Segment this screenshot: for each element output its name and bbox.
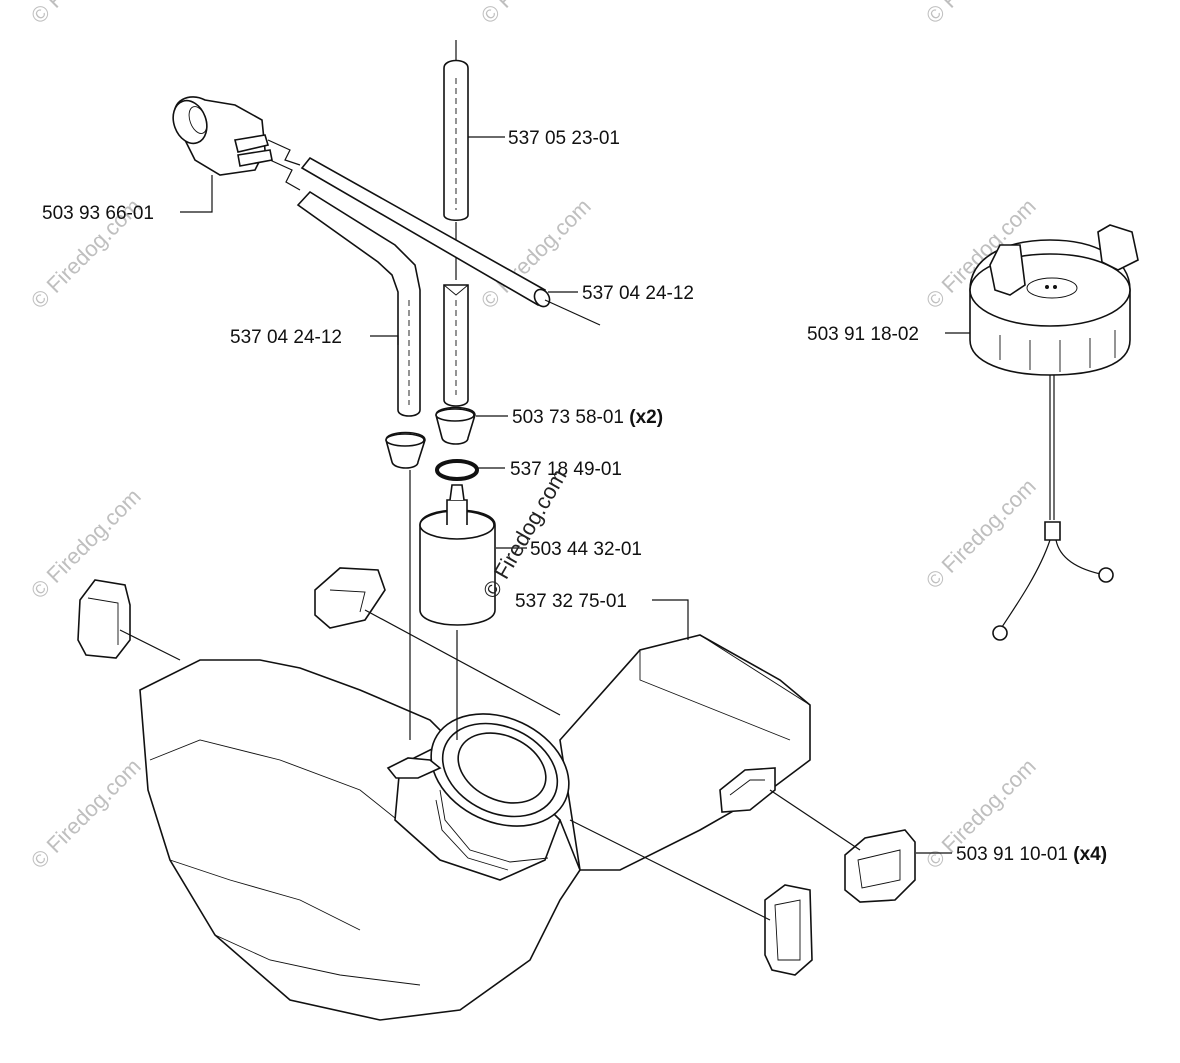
watermark: © Firedog.com [26, 754, 146, 874]
part-label-fuel-hose-left: 537 04 24-12 [230, 327, 342, 348]
leader-lines [180, 136, 970, 854]
fuel-filter-drawing [419, 484, 496, 740]
watermark: © Firedog.com [476, 0, 596, 29]
part-label-o-ring: 537 18 49-01 [510, 459, 622, 480]
part-label-fuel-cap: 503 91 18-02 [807, 324, 919, 345]
watermark: © Firedog.com [921, 474, 1041, 594]
watermark: © Firedog.com [26, 0, 146, 29]
part-label-fuel-line: 537 05 23-01 [508, 128, 620, 149]
part-labels: 503 93 66-01 537 05 23-01 537 04 24-12 5… [42, 128, 1107, 865]
primer-bulb-drawing [172, 96, 301, 191]
part-label-fuel-tank: 537 32 75-01 [515, 591, 627, 612]
watermark: © Firedog.com [921, 0, 1041, 29]
fuel-cap-drawing [969, 224, 1139, 641]
o-ring-drawing [435, 459, 479, 481]
fuel-tank-drawing [139, 634, 811, 1021]
part-label-fuel-hose-right: 537 04 24-12 [582, 283, 694, 304]
part-label-grommet: 503 73 58-01 (x2) [512, 407, 663, 428]
rubber-mount-drawing [77, 567, 916, 976]
watermark: © Firedog.com [26, 484, 146, 604]
part-label-primer-bulb: 503 93 66-01 [42, 203, 154, 224]
part-label-fuel-filter: 503 44 32-01 [530, 539, 642, 560]
part-qty-grommet: (x2) [629, 407, 663, 428]
part-label-rubber-mount: 503 91 10-01 (x4) [956, 844, 1107, 865]
grommet-drawing [385, 406, 476, 740]
part-qty-rubber-mount: (x4) [1073, 844, 1107, 865]
hose-drawing [296, 40, 601, 417]
